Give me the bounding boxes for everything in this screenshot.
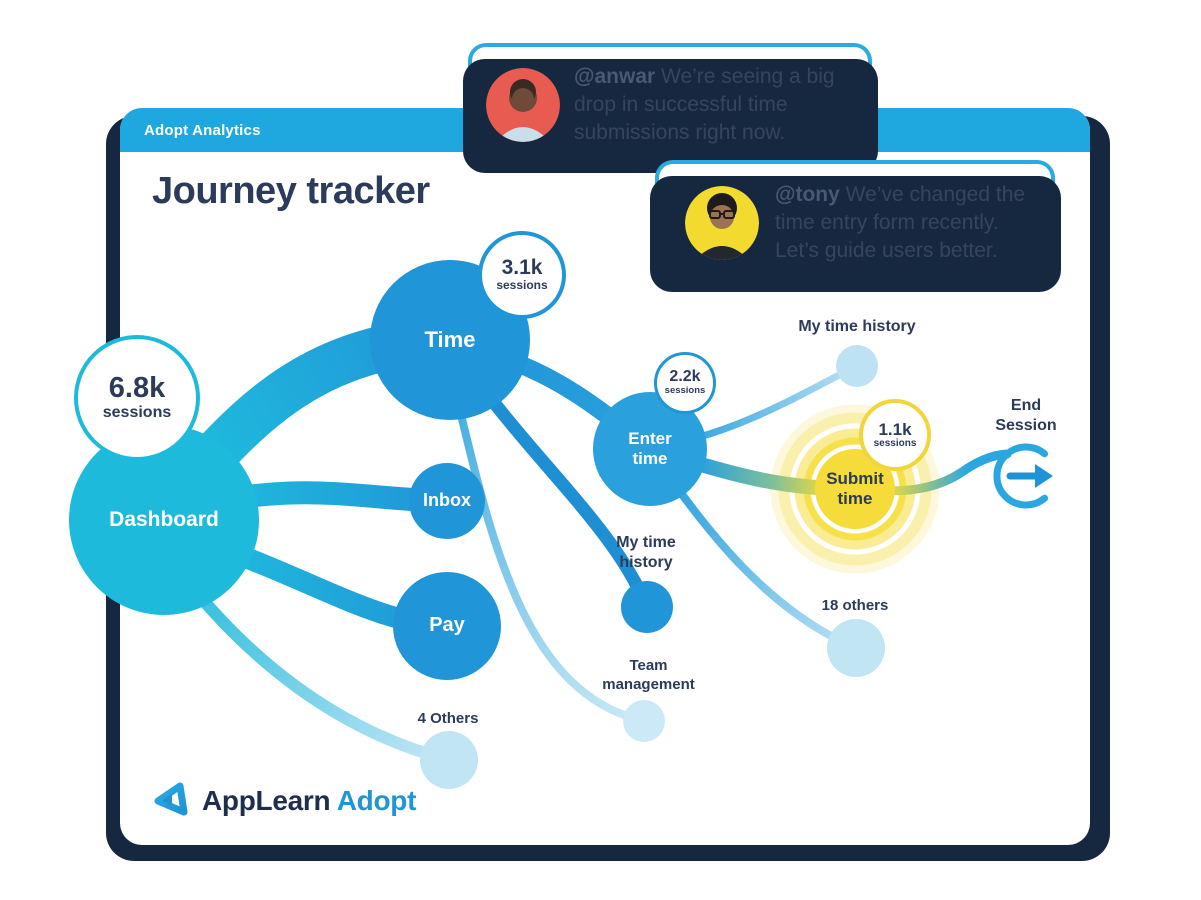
- app-header-label: Adopt Analytics: [144, 121, 261, 139]
- label-end-session: End Session: [995, 397, 1057, 434]
- node-dashboard[interactable]: Dashboard: [69, 425, 259, 615]
- node-team-management[interactable]: [623, 700, 665, 742]
- logo-triangle-icon: [154, 782, 188, 816]
- logo-brand: AppLearn: [202, 785, 331, 816]
- page-title: Journey tracker: [152, 170, 430, 212]
- node-my-time-history-top[interactable]: [836, 345, 878, 387]
- end-session-icon[interactable]: [993, 443, 1053, 509]
- label-18-others: 18 others: [821, 597, 889, 614]
- label-team-management: Team management: [602, 657, 695, 693]
- badge-enter-time-sessions: 2.2k sessions: [654, 352, 716, 414]
- node-inbox[interactable]: Inbox: [409, 463, 485, 539]
- comment-text-tony: @tony We’ve changed the time entry form …: [775, 182, 1026, 262]
- avatar-anwar-image: [486, 67, 560, 142]
- comment-text-anwar: @anwar We’re seeing a big drop in succes…: [574, 64, 835, 144]
- avatar-tony: [685, 185, 759, 260]
- avatar-anwar: [486, 67, 560, 142]
- node-my-time-history-mid[interactable]: [621, 581, 673, 633]
- avatar-tony-image: [685, 185, 759, 260]
- comment-bubble-anwar[interactable]: @anwar We’re seeing a big drop in succes…: [463, 43, 878, 173]
- badge-dashboard-sessions: 6.8k sessions: [74, 335, 200, 461]
- badge-submit-time-sessions: 1.1k sessions: [859, 399, 931, 471]
- label-my-time-history-top: My time history: [798, 318, 916, 335]
- logo-product: Adopt: [336, 785, 417, 816]
- badge-time-sessions: 3.1k sessions: [478, 231, 566, 319]
- applearn-logo: AppLearn Adopt: [150, 780, 416, 822]
- node-pay[interactable]: Pay: [393, 572, 501, 680]
- label-4-others: 4 Others: [417, 710, 479, 727]
- node-4-others[interactable]: [420, 731, 478, 789]
- node-18-others[interactable]: [827, 619, 885, 677]
- label-my-time-history-mid: My time history: [616, 534, 676, 571]
- comment-bubble-tony[interactable]: @tony We’ve changed the time entry form …: [650, 160, 1061, 292]
